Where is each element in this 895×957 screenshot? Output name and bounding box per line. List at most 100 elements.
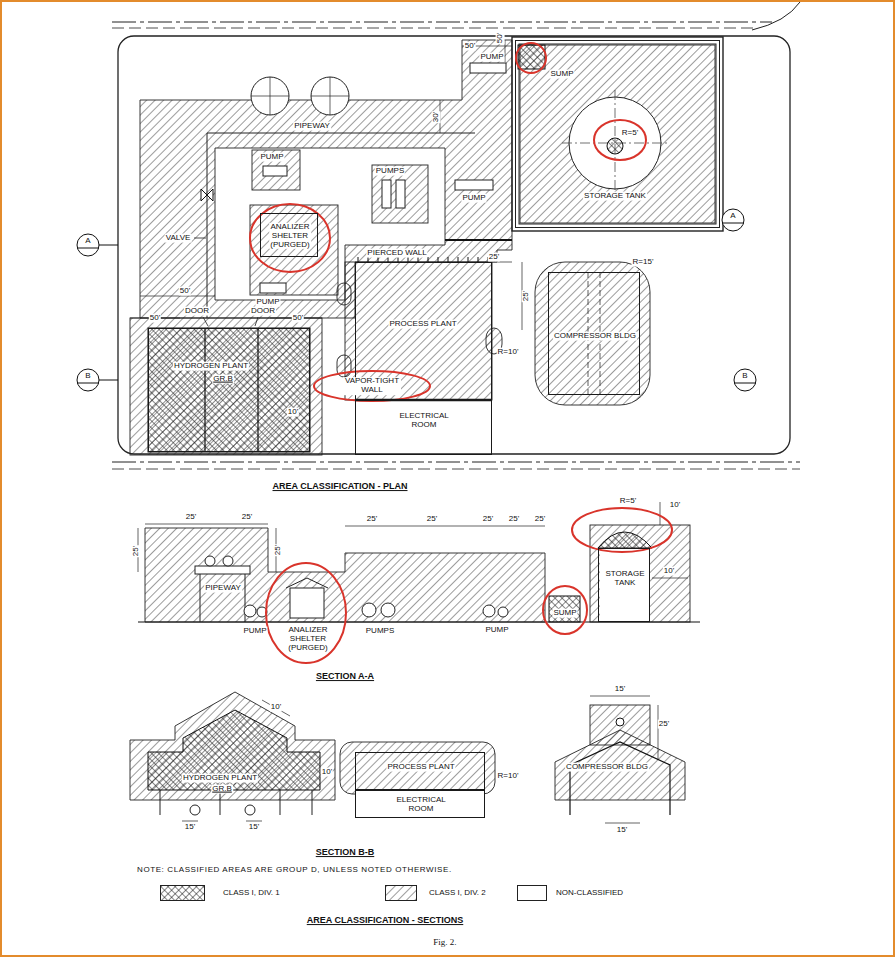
dimension-label: 25' [185, 513, 197, 522]
dimension-label: 25' [366, 515, 378, 524]
analyzer-shelter [290, 588, 324, 618]
pipe-rack [195, 556, 250, 622]
pump-symbol [244, 603, 508, 617]
building-frame [160, 790, 312, 815]
analyzer-shelter [286, 578, 328, 588]
section-marker: B [741, 372, 748, 381]
building-name: ELECTRICAL ROOM [398, 412, 449, 430]
pipe-rack [205, 556, 215, 566]
building-wall [570, 742, 670, 815]
dimension-label: 30' [432, 111, 441, 123]
dimension-label: 50' [496, 32, 505, 44]
dimension-label: 25' [508, 515, 520, 524]
pump-symbol [382, 180, 391, 208]
div1-zone [148, 328, 310, 452]
equipment-label: VALVE [165, 234, 192, 243]
div2-zone [130, 692, 335, 800]
analyzer-shelter [286, 578, 328, 618]
dimension-line [130, 40, 522, 330]
dimension-label: 25' [274, 544, 283, 556]
building-name: HYDROGEN PLANT [182, 774, 258, 783]
div1-zone [549, 596, 580, 622]
legend-pattern [161, 886, 204, 900]
dimension-label: 25' [522, 290, 531, 302]
section-marker [734, 369, 756, 391]
dimension-label: 25' [658, 720, 670, 729]
building-name: GR.B [212, 375, 234, 384]
section-marker: B [84, 372, 91, 381]
dimension-label: 10' [287, 408, 299, 417]
legend-text: CLASS I, DIV. 2 [428, 889, 487, 898]
view-title: AREA CLASSIFICATION - PLAN [272, 482, 409, 492]
radius-label: R=10' [497, 348, 520, 357]
dimension-label: 10' [270, 703, 282, 712]
pump-symbol [362, 603, 376, 617]
legend-swatch [517, 885, 547, 901]
dimension-label: 15' [184, 823, 196, 832]
equipment-label: PUMP [255, 298, 280, 307]
center-line [562, 90, 668, 190]
dimension-label: 25' [241, 513, 253, 522]
pipe-rack [195, 566, 250, 574]
review-mark [250, 43, 672, 663]
building-wall [205, 328, 258, 452]
dimension-label: 25' [534, 515, 546, 524]
site-boundary [112, 462, 800, 463]
pump-symbol [498, 607, 508, 617]
div2-zone [555, 730, 685, 800]
site-boundary [112, 28, 755, 29]
pump-symbol [396, 180, 405, 208]
note-text: NOTE: CLASSIFIED AREAS ARE GROUP D, UNLE… [136, 866, 453, 875]
pump-symbol [483, 605, 495, 617]
building-name: GR.B [211, 785, 233, 794]
hydrogen-plant-box: HYDROGEN PLANTGR.B [148, 328, 310, 452]
div1-zone [148, 710, 320, 790]
review-mark [543, 586, 587, 634]
pipe-rack [223, 556, 233, 566]
section-marker [77, 380, 118, 383]
dimension-label: 15' [614, 685, 626, 694]
div2-zone [590, 525, 690, 622]
building-name: PROCESS PLANT [386, 763, 455, 772]
div2-zone [130, 318, 322, 455]
pipeway-label: PIPEWAY [204, 584, 242, 593]
radius-label: R=10' [497, 772, 520, 781]
dike-wall [512, 37, 723, 231]
site-boundary [752, 2, 800, 30]
room-ground [355, 790, 485, 818]
storage-tank-box: STORAGE TANK [598, 548, 650, 622]
analyzer-shelter-box: ANALIZER SHELTER (PURGED) [260, 213, 318, 257]
dimension-label: 50' [464, 42, 476, 51]
pump-symbol [260, 283, 286, 293]
section-marker [77, 369, 99, 391]
wall-label: PIERCED WALL [366, 249, 427, 258]
building-name: ELECTRICAL ROOM [395, 796, 446, 814]
legend-swatch [160, 885, 205, 901]
door-label: DOOR [250, 307, 276, 316]
vessel-symbol [251, 77, 349, 115]
div1-zone [598, 532, 652, 548]
building-name: STORAGE TANK [605, 570, 646, 588]
electrical-room-box: ELECTRICAL ROOM [355, 400, 492, 455]
pipeway-label: PIPEWAY [293, 122, 331, 131]
electrical-room-box: ELECTRICAL ROOM [355, 790, 485, 818]
dimension-label: 10' [669, 501, 681, 510]
div2-zone [130, 40, 715, 455]
div2-zone [250, 205, 338, 295]
equipment-label: PUMP [461, 194, 486, 203]
site-boundary [118, 36, 790, 454]
equipment-label: PUMP [479, 53, 504, 62]
pipe-symbol [190, 805, 255, 815]
view-title: SECTION B-B [315, 848, 376, 858]
section-marker [722, 223, 744, 224]
review-mark [266, 563, 346, 663]
dimension-label: 10' [663, 567, 675, 576]
dimension-label: 25' [426, 515, 438, 524]
section-marker [77, 209, 756, 391]
pump-symbol [455, 180, 493, 190]
equipment-label: PUMP [484, 626, 509, 635]
legend-pattern [161, 886, 204, 900]
pipe-symbol [190, 805, 200, 815]
